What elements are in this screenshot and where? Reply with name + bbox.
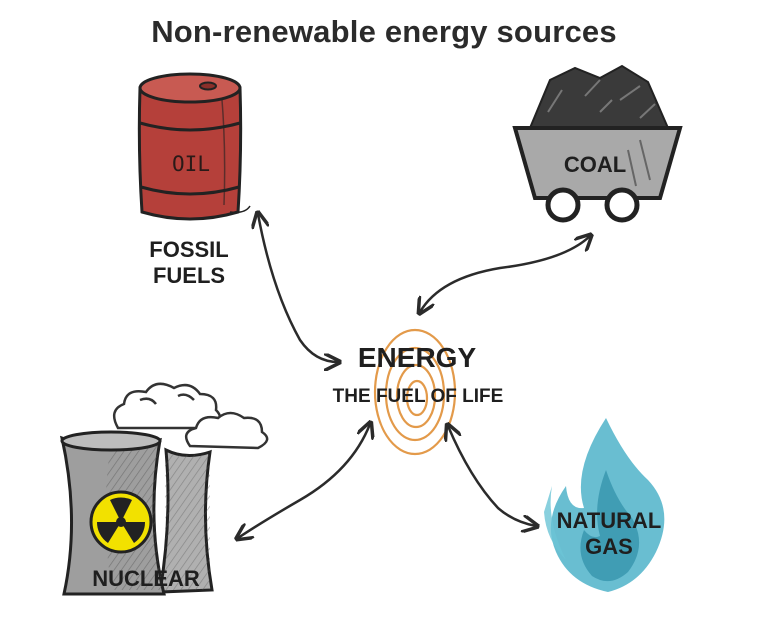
oil-barrel-text: OIL — [172, 152, 210, 176]
energy-title: ENERGY — [357, 342, 477, 373]
coal-label: COAL — [563, 152, 627, 177]
arrow-nuclear — [238, 424, 370, 538]
arrow-oil — [258, 214, 338, 362]
nuclear-label: NUCLEAR — [92, 566, 200, 591]
arrow-gas — [448, 426, 536, 526]
page-title: Non-renewable energy sources — [151, 14, 617, 49]
arrow-coal — [420, 236, 590, 312]
oil-barrel-icon — [137, 72, 251, 221]
natural-gas-label: NATURAL GAS — [540, 508, 678, 560]
natural-gas-label-line1: NATURAL — [556, 508, 662, 533]
energy-rings-icon — [373, 328, 457, 456]
coal-cart-icon — [512, 64, 683, 223]
fossil-fuels-label-line1: FOSSIL — [149, 237, 229, 262]
natural-gas-label-line2: GAS — [585, 534, 633, 559]
fossil-fuels-label: FOSSIL FUELS — [134, 237, 244, 289]
fossil-fuels-label-line2: FUELS — [152, 263, 226, 288]
radiation-icon — [89, 490, 153, 554]
gas-flame-icon — [544, 418, 665, 592]
arrows — [238, 214, 590, 538]
energy-subtitle: THE FUEL OF LIFE — [332, 386, 504, 407]
